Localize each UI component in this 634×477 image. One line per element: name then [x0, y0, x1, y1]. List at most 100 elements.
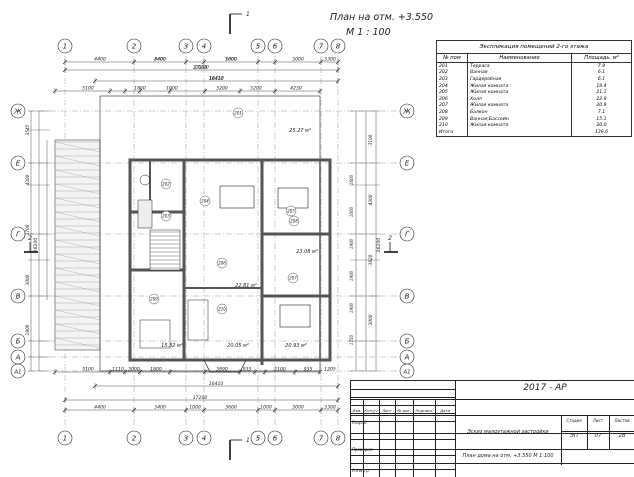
stamp-line [351, 415, 634, 416]
room-area-cell: 6.1 [571, 69, 631, 77]
axis-bubble [399, 103, 415, 119]
dim-value: 1800 [134, 86, 146, 92]
stamp-col-line [363, 399, 364, 477]
dimension-slash [107, 88, 113, 94]
stamp-row-line [351, 397, 455, 398]
stamp-row-line [351, 421, 455, 422]
col-header-area: Площадь, м² [571, 54, 631, 63]
dimension-slash [255, 407, 261, 413]
total-label-cell: Итого [439, 129, 454, 135]
axis-bubble [57, 430, 73, 446]
room-name-cell: Жилая комната [467, 89, 572, 96]
axis-label-Е: Е [16, 160, 21, 168]
axis-label-6: 6 [273, 435, 278, 443]
axis-label-Ж: Ж [13, 108, 22, 116]
axis-label-Б: Б [405, 338, 410, 346]
explication-caption: Экспликация помещений 2-го этажа [437, 41, 631, 54]
dimension-slash [52, 369, 58, 375]
dimension-slash [137, 369, 143, 375]
axis-bubble [250, 38, 266, 54]
room-number-207: 207 [289, 276, 297, 281]
dimension-slash [131, 59, 137, 65]
dim-value: 16410 [209, 76, 224, 82]
dimension-slash [122, 88, 128, 94]
dimension-slash [62, 407, 68, 413]
axis-label-3: 3 [184, 43, 188, 51]
dimension-slash [62, 397, 68, 403]
axis-label-А: А [15, 354, 21, 362]
dim-value: 1900 [25, 324, 30, 335]
axis-bubble [313, 38, 329, 54]
axis-bubble [10, 155, 26, 171]
room-marker-209 [148, 293, 160, 305]
axis-label-4: 4 [202, 435, 206, 443]
stamp-sheets-label: Листов [614, 418, 630, 423]
axis-bubble [313, 430, 329, 446]
axis-label-Е: Е [405, 160, 410, 168]
dim-value: 1000 [166, 86, 178, 92]
axis-label-1: 1 [63, 43, 67, 51]
stamp-row-line [351, 455, 455, 456]
dimension-slash [62, 59, 68, 65]
room-area-cell: 19.4 [571, 82, 631, 90]
dim-value: 2100 [274, 367, 286, 373]
axis-bubble [399, 288, 415, 304]
stamp-col-line [435, 399, 436, 477]
section-marker-right-label: 2 [388, 235, 392, 242]
dimension-slash [183, 59, 189, 65]
dim-value: 3200 [250, 86, 262, 92]
dim-value: 5100 [82, 86, 94, 92]
axis-bubble [399, 226, 415, 242]
axis-label-Ж: Ж [402, 108, 411, 116]
stamp-row-line [351, 413, 455, 414]
staircase [149, 229, 181, 271]
dim-value: 3300 [324, 405, 336, 411]
room-marker-202 [160, 178, 172, 190]
dimension-slash [62, 67, 68, 73]
axis-label-6: 6 [273, 43, 278, 51]
axis-label-1: 1 [63, 435, 67, 443]
axis-label-5: 5 [256, 435, 261, 443]
stamp-header-0: Изм. [352, 408, 362, 413]
axis-label-Г: Г [405, 231, 410, 239]
dimension-slash [92, 78, 98, 84]
roof-hatch-line [54, 211, 101, 223]
dimension-slash [92, 383, 98, 389]
dim-value: 1600 [349, 174, 354, 185]
dimension-slash [183, 407, 189, 413]
room-name-cell: Ванная [467, 69, 572, 77]
axis-bubble [178, 38, 194, 54]
room-marker-208 [288, 215, 300, 227]
room-number-203: 203 [162, 214, 170, 219]
room-marker-206 [216, 257, 228, 269]
room-name-cell: Балкон [467, 109, 572, 116]
cut-marker-bottom-label: 1 [246, 437, 250, 444]
room-marker-201 [232, 107, 244, 119]
axis-bubble [399, 363, 415, 379]
dim-value: 3000 [25, 274, 30, 285]
axis-bubble [196, 430, 212, 446]
stamp-sheet-label: Лист [592, 418, 604, 423]
dimension-slash [335, 383, 341, 389]
axis-label-5: 5 [256, 43, 261, 51]
room-number-206: 206 [218, 261, 226, 266]
explication-table: Экспликация помещений 2-го этажа № пом Н… [436, 40, 632, 137]
room-area-201: 25.27 м² [289, 128, 311, 134]
dim-top-axes-value: 1000 [225, 57, 237, 63]
dim-value: 1110 [112, 367, 124, 373]
stamp-stage-label: Стадия [566, 418, 582, 423]
dim-value: 1750 [349, 334, 354, 345]
dim-value: 3400 [154, 405, 166, 411]
roof-hatch-line [54, 239, 101, 251]
stamp-project: Эскиз малоэтажной застройки [467, 429, 549, 435]
axis-bubble [126, 38, 142, 54]
dim-top-axes-value: 4400 [154, 57, 166, 63]
col-header-number: № пом [437, 54, 468, 63]
stamp-line [351, 449, 634, 450]
dimension-slash [317, 88, 323, 94]
total-empty-cell [467, 128, 572, 136]
roof-hatch-line [54, 253, 101, 265]
